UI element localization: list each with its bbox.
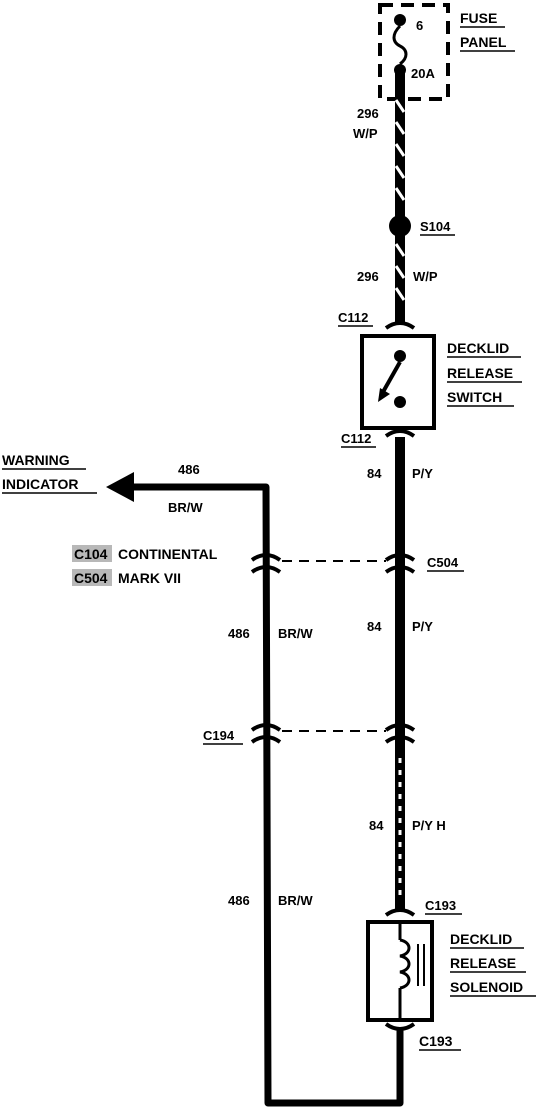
wire-84-b-color: P/Y — [412, 619, 433, 634]
connector-c194-left — [250, 723, 282, 744]
switch-contact-bottom — [394, 396, 406, 408]
fuse-number: 6 — [416, 18, 423, 33]
warning-title-1: WARNING — [2, 452, 70, 468]
switch-title-3: SWITCH — [447, 389, 502, 405]
wire-296-top-color: W/P — [353, 126, 378, 141]
splice-s104 — [389, 215, 411, 237]
wire-296-mid-number: 296 — [357, 269, 379, 284]
c504-right-label: C504 — [427, 555, 459, 570]
decklid-release-solenoid: C193 C193 DECKLID RELEASE SOLENOID — [366, 898, 536, 1051]
switch-title-2: RELEASE — [447, 365, 513, 381]
wire-486-b-number: 486 — [228, 893, 250, 908]
switch-title-1: DECKLID — [447, 340, 509, 356]
c104-note: CONTINENTAL — [118, 546, 218, 562]
solenoid-connector-top: C193 — [425, 898, 456, 913]
c504-label: C504 — [74, 570, 108, 586]
c504-note: MARK VII — [118, 570, 181, 586]
wire-296-stripes — [394, 99, 406, 301]
inline-connectors: C104 CONTINENTAL C504 MARK VII C504 C194 — [72, 545, 464, 745]
warning-arrow — [106, 472, 134, 502]
switch-lever — [381, 361, 402, 393]
wire-84-a-color: P/Y — [412, 466, 433, 481]
wire-486-a-color: BR/W — [278, 626, 313, 641]
splice-label: S104 — [420, 219, 451, 234]
c104-highlight — [72, 545, 112, 562]
fuse-rating: 20A — [411, 66, 435, 81]
switch-contact-top — [394, 350, 406, 362]
wire-486-body — [128, 483, 404, 1107]
connector-c104-left — [250, 553, 282, 574]
decklid-release-switch: C112 C112 DECKLID RELEASE SWITCH — [338, 310, 522, 448]
wire-296-mid-color: W/P — [413, 269, 438, 284]
solenoid-connector-bottom: C193 — [419, 1033, 453, 1049]
fuse-panel-box — [378, 3, 450, 101]
solenoid-title-2: RELEASE — [450, 955, 516, 971]
fuse-panel-title-2: PANEL — [460, 34, 507, 50]
wire-486-b-color: BR/W — [278, 893, 313, 908]
wire-486: WARNING INDICATOR 486 BR/W 486 BR/W 486 … — [2, 452, 404, 1107]
connector-c504-right — [384, 553, 416, 574]
fuse-terminal-top — [394, 14, 406, 26]
connector-c194-right — [384, 723, 416, 744]
c104-label: C104 — [74, 546, 108, 562]
solenoid-title-1: DECKLID — [450, 931, 512, 947]
solenoid-title-3: SOLENOID — [450, 979, 523, 995]
wire-84-b-number: 84 — [367, 619, 382, 634]
wire-84-c-color: P/Y H — [412, 818, 446, 833]
c504-highlight — [72, 569, 112, 586]
switch-box — [360, 334, 436, 430]
wire-486-a-number: 486 — [228, 626, 250, 641]
wire-296-top-number: 296 — [357, 106, 379, 121]
c194-label: C194 — [203, 728, 235, 743]
warning-wire-color: BR/W — [168, 500, 203, 515]
wire-84: 84 P/Y 84 P/Y 84 P/Y H — [367, 437, 446, 910]
warning-wire-number: 486 — [178, 462, 200, 477]
wire-84-c-number: 84 — [369, 818, 384, 833]
connector-c112-bottom-symbol — [384, 429, 416, 438]
solenoid-coil — [399, 938, 411, 990]
wire-84-a-number: 84 — [367, 466, 382, 481]
connector-c112-top-symbol — [384, 321, 416, 330]
fuse-panel-title-1: FUSE — [460, 10, 497, 26]
switch-connector-bottom: C112 — [341, 431, 371, 446]
connector-c193-top-symbol — [384, 908, 416, 917]
fuse-symbol — [392, 24, 408, 66]
wire-296: S104 296 W/P 296 W/P — [353, 73, 455, 325]
warning-title-2: INDICATOR — [2, 476, 78, 492]
connector-c193-bottom-symbol — [384, 1022, 416, 1031]
switch-arrow — [378, 388, 390, 402]
switch-connector-top: C112 — [338, 310, 368, 325]
